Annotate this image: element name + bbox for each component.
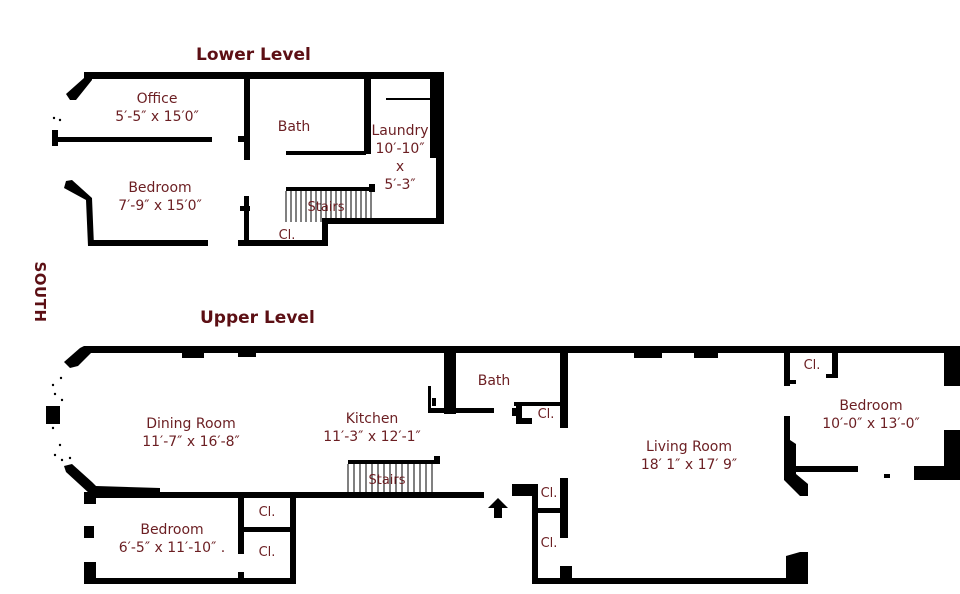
- closet-entry-1: Cl.: [540, 486, 558, 501]
- lower-level-walls: [52, 72, 444, 246]
- room-kitchen: Kitchen 11′-3″ x 12′-1″: [323, 411, 421, 445]
- room-upper-right-bedroom: Bedroom 10′-0″ x 13′-0″: [822, 398, 920, 432]
- upper-level-title: Upper Level: [200, 308, 315, 328]
- room-lower-bedroom: Bedroom 7′-9″ x 15′0″: [118, 180, 202, 214]
- room-dining: Dining Room 11′-7″ x 16′-8″: [142, 416, 240, 450]
- room-office: Office 5′-5″ x 15′0″: [115, 91, 199, 125]
- bay-window-dots: [51, 116, 72, 462]
- upper-level-walls: [46, 346, 960, 584]
- room-upper-bath: Bath: [477, 373, 511, 389]
- lower-closet-label: Cl.: [278, 228, 296, 243]
- lower-stairs-label: Stairs: [307, 200, 345, 215]
- room-lower-bath: Bath: [277, 119, 311, 135]
- lower-level-title: Lower Level: [196, 45, 311, 65]
- room-living: Living Room 18′ 1″ x 17′ 9″: [640, 439, 738, 473]
- closet-right-bedroom: Cl.: [803, 358, 821, 373]
- closet-bath: Cl.: [537, 407, 555, 422]
- closet-small-bedroom-2: Cl.: [258, 545, 276, 560]
- upper-stairs-label: Stairs: [368, 473, 406, 488]
- lower-stairs-treads: [285, 191, 372, 222]
- compass-direction: SOUTH: [31, 261, 49, 323]
- room-laundry: Laundry 10′-10″ x 5′-3″: [371, 123, 429, 193]
- upper-stairs-treads: [347, 464, 433, 492]
- room-upper-small-bedroom: Bedroom 6′-5″ x 11′-10″ .: [118, 522, 226, 556]
- closet-entry-2: Cl.: [540, 536, 558, 551]
- closet-small-bedroom-1: Cl.: [258, 505, 276, 520]
